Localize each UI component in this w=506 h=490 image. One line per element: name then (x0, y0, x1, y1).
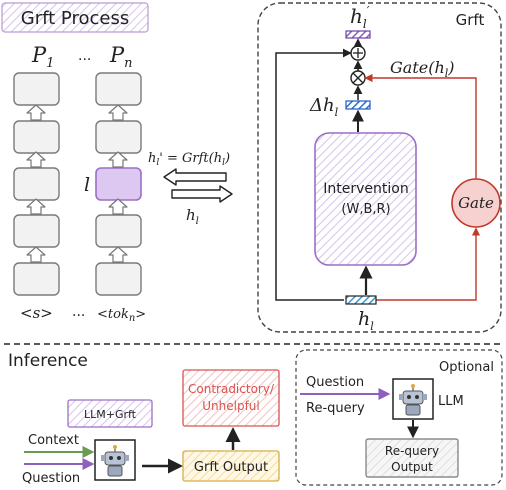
grft-panel: Grft hl′ Gate(hl) Δhl Intervention (W,B,… (257, 2, 502, 333)
layer-box (13, 120, 60, 154)
pn-label: Pn (109, 43, 133, 71)
layer-box (13, 167, 60, 201)
token-last: <tokn> (97, 307, 146, 324)
grft-process-section: Grft Process P1 ... Pn (1, 2, 233, 324)
layer-column-1 (13, 72, 60, 296)
layer-box (95, 262, 142, 296)
requery-output-line1: Re-query (385, 444, 439, 458)
gate-input-path (376, 227, 481, 301)
llm-label: LLM (438, 394, 464, 409)
token-first: <s> (20, 304, 53, 322)
inference-title: Inference (8, 351, 88, 371)
llm-grft-box (67, 399, 153, 428)
layer-box (13, 214, 60, 248)
layer-box (13, 262, 60, 296)
intervention-box (314, 132, 417, 266)
hl-bottom-label: hl (358, 308, 374, 333)
intervention-label-line1: Intervention (323, 181, 408, 197)
hl-prime-vector (345, 30, 371, 39)
layer-box (13, 72, 60, 106)
grft-output-label: Grft Output (194, 460, 268, 475)
hollow-arrow-right (171, 185, 233, 203)
layer-box (95, 120, 142, 154)
hl-prime-label: hl′ (350, 4, 370, 31)
hl-arrow-label: hl (186, 206, 199, 227)
p1-label: P1 (31, 43, 54, 71)
delta-h-vector (345, 100, 371, 110)
ellipsis-bottom: ... (72, 304, 85, 320)
requery-output-line2: Output (391, 460, 433, 474)
grft-process-title: Grft Process (21, 8, 129, 29)
robot-icon (94, 439, 136, 481)
ellipsis-top: ... (78, 48, 91, 64)
context-label: Context (28, 433, 79, 448)
hollow-arrow-left (163, 168, 227, 186)
question-right-label: Question (306, 375, 364, 390)
optional-label: Optional (439, 360, 494, 375)
grft-equation: hl' = Grft(hl) (148, 151, 230, 168)
times-circle-icon (350, 70, 366, 86)
intervention-label-line2: (W,B,R) (341, 202, 390, 217)
grft-panel-title: Grft (456, 11, 485, 29)
requery-label: Re-query (306, 401, 365, 416)
gate-label: Gate (458, 194, 494, 212)
contradictory-box (182, 369, 280, 427)
gate-output-path (364, 73, 477, 179)
question-label: Question (22, 471, 80, 486)
layer-l-highlight-box (95, 167, 142, 201)
grft-process-title-box (1, 2, 149, 33)
grft-output-box (182, 450, 280, 482)
layer-l-label: l (84, 174, 90, 196)
residual-path (275, 48, 352, 301)
layer-box (95, 214, 142, 248)
robot-icon (392, 378, 434, 420)
layer-column-n (95, 72, 142, 296)
contradictory-label-line2: Unhelpful (202, 399, 260, 413)
gate-function-label: Gate(hl) (390, 58, 455, 80)
contradictory-label-line1: Contradictory/ (188, 382, 275, 396)
llm-grft-label: LLM+Grft (84, 408, 137, 421)
plus-circle-icon (350, 45, 366, 61)
layer-box (95, 72, 142, 106)
hl-input-vector (345, 295, 377, 305)
delta-h-label: Δhl (309, 95, 339, 119)
inference-section: Inference LLM+Grft Context Question Grft… (8, 349, 503, 486)
requery-output-box (365, 438, 459, 478)
